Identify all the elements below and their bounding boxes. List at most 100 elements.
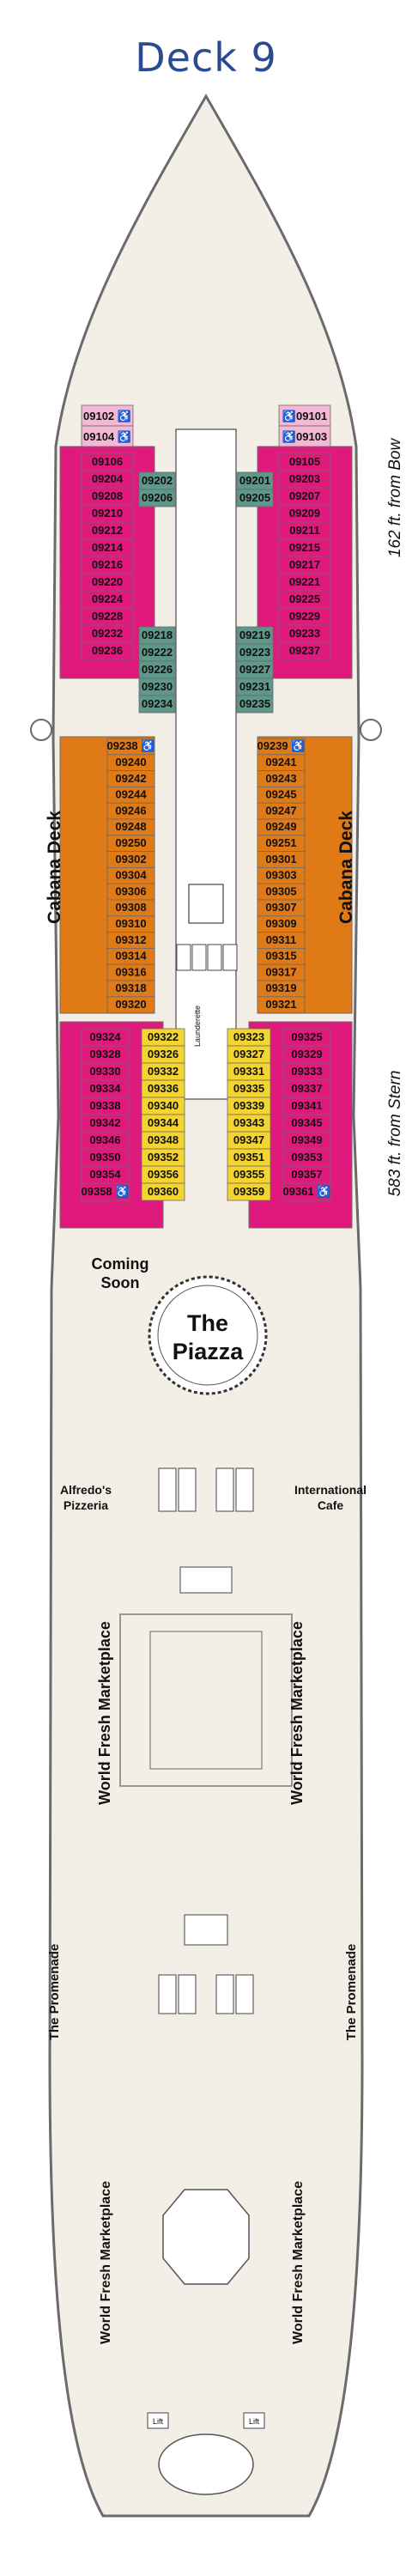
cabana-deck-starboard-label: Cabana Deck	[336, 811, 356, 924]
starboard-side-marker	[360, 719, 382, 741]
cabin-number: 09201	[239, 474, 270, 487]
aft-lift-bank	[158, 1974, 254, 2014]
cabin-number: 09327	[233, 1048, 264, 1060]
cabin-number: 09227	[239, 663, 270, 676]
alfredos-line2: Pizzeria	[64, 1498, 108, 1512]
cabin-number: ♿09103	[282, 430, 327, 443]
cabin-number: 09323	[233, 1030, 264, 1043]
aft-starboard-lift-label: Lift	[249, 2417, 260, 2426]
cabin-number: 09223	[239, 646, 270, 659]
promenade-starboard-label: The Promenade	[344, 1944, 359, 2041]
cabin-number: 09340	[148, 1099, 179, 1112]
cabin-number: 09343	[233, 1116, 264, 1129]
cabin-cell	[278, 641, 331, 660]
piazza-label-line1: The	[187, 1310, 228, 1336]
cabin-number: 09326	[148, 1048, 179, 1060]
aft-port-lift-label: Lift	[153, 2417, 164, 2426]
forward-lift-bank	[176, 944, 238, 971]
cabin-number: 09314	[115, 950, 147, 963]
cabin-number: 09358 ♿	[82, 1185, 130, 1198]
cabin-number: 09331	[233, 1065, 264, 1078]
marketplace-inner	[149, 1631, 263, 1770]
cabin-number: 09356	[148, 1168, 179, 1181]
cabin-number: 09207	[289, 489, 320, 502]
cabin-number: 09312	[115, 933, 146, 946]
cabin-number: 09215	[289, 541, 320, 554]
cabin-number: 09234	[142, 697, 173, 710]
cabin-number: 09348	[148, 1133, 179, 1146]
cabin-number: 09328	[89, 1048, 120, 1060]
forward-stairwell	[188, 884, 224, 924]
coming-soon-line2: Soon	[101, 1274, 140, 1291]
cabin-cell	[106, 996, 155, 1014]
cabin-cell	[81, 1182, 130, 1201]
cabin-number: 09102 ♿	[83, 410, 131, 422]
coming-soon-line1: Coming	[92, 1255, 149, 1273]
world-fresh-starboard-label: World Fresh Marketplace	[288, 1621, 306, 1805]
cabin-number: 09208	[92, 489, 123, 502]
stern-pool	[158, 2433, 254, 2495]
cabin-number: 09322	[148, 1030, 179, 1043]
cabin-number: 09342	[89, 1116, 120, 1129]
promenade-port-label: The Promenade	[47, 1944, 62, 2041]
cabin-number: 09319	[265, 981, 296, 994]
cabin-cell	[138, 695, 176, 714]
cabin-number: 09305	[265, 884, 296, 897]
cabin-number: 09230	[142, 680, 173, 693]
cabin-cell	[81, 641, 134, 660]
cabin-number: 09337	[291, 1082, 322, 1095]
cabin-number: 09304	[115, 869, 147, 882]
central-corridor	[175, 428, 237, 1100]
cabin-number: 09231	[239, 680, 270, 693]
cabin-number: 09333	[291, 1065, 322, 1078]
cabin-number: 09315	[265, 950, 296, 963]
cabin-number: ♿09101	[282, 410, 327, 422]
cabin-cell	[236, 489, 274, 507]
cabin-number: 09229	[289, 610, 320, 623]
cabin-number: 09204	[92, 472, 124, 485]
cabin-number: 09203	[289, 472, 320, 485]
cabin-number: 09248	[115, 820, 146, 833]
cabin-number: 09222	[142, 646, 173, 659]
midship-lift-bank	[158, 1467, 254, 1512]
cabin-number: 09350	[89, 1151, 120, 1163]
cabin-number: 09235	[239, 697, 270, 710]
cabin-number: 09320	[115, 998, 146, 1011]
stern-distance-note: 583 ft. from Stern	[386, 1071, 404, 1197]
cabin-number: 09329	[291, 1048, 322, 1060]
cabin-number: 09233	[289, 627, 320, 640]
cabin-number: 09226	[142, 663, 173, 676]
marketplace-outline	[119, 1613, 293, 1787]
alfredos-line1: Alfredo's	[60, 1483, 112, 1497]
aft-starboard-lift	[243, 2412, 265, 2429]
cabin-number: 09236	[92, 644, 123, 657]
cabin-number: 09361 ♿	[283, 1185, 331, 1198]
cabin-cell	[278, 425, 331, 447]
cabin-number: 09221	[289, 575, 320, 588]
cabin-number: 09360	[148, 1185, 179, 1198]
cabin-number: 09240	[115, 756, 146, 769]
cabin-number: 09308	[115, 901, 146, 914]
cabin-number: 09317	[265, 965, 296, 978]
cabana-deck-port-label: Cabana Deck	[45, 811, 64, 924]
cabin-number: 09218	[142, 629, 173, 641]
launderette-label: Launderette	[193, 1005, 202, 1047]
cabin-number: 09216	[92, 558, 123, 571]
cabin-number: 09238 ♿	[107, 739, 155, 752]
cabin-number: 09219	[239, 629, 270, 641]
aft-stairwell	[184, 1914, 228, 1946]
port-side-marker	[30, 719, 52, 741]
cabin-number: 09228	[92, 610, 123, 623]
cabin-number: 09246	[115, 804, 146, 817]
cabin-number: 09359	[233, 1185, 264, 1198]
cabin-number: 09354	[89, 1168, 121, 1181]
cabin-number: 09202	[142, 474, 173, 487]
cabin-cell	[81, 425, 134, 447]
cabin-number: 09339	[233, 1099, 264, 1112]
cabin-number: 09309	[265, 917, 296, 930]
cabin-number: 09232	[92, 627, 123, 640]
piazza-label-line2: Piazza	[173, 1339, 245, 1364]
cabin-number: 09324	[89, 1030, 121, 1043]
cabin-cell	[138, 489, 176, 507]
